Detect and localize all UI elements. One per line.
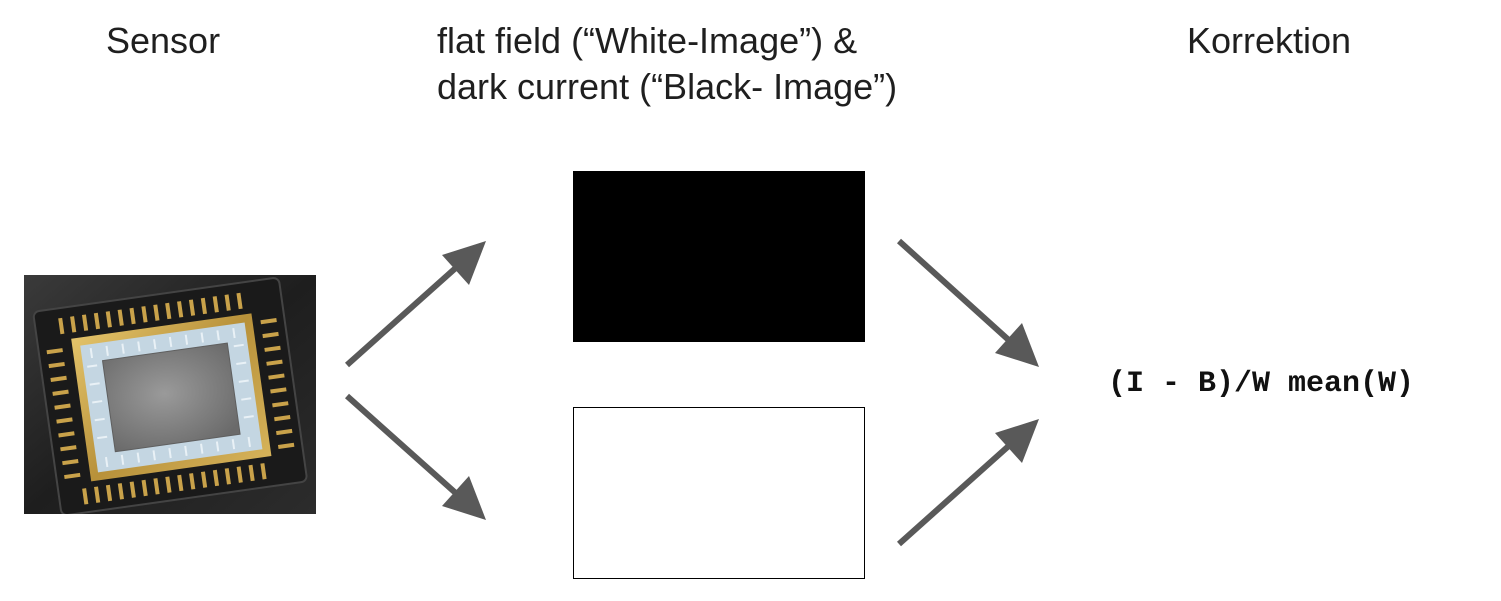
arrow-black-to-formula-icon: [896, 238, 1039, 367]
flat-field-dark-current-heading: flat field (“White-Image”) & dark curren…: [437, 18, 897, 110]
arrow-sensor-to-black-icon: [345, 241, 486, 368]
black-image: [573, 171, 865, 342]
dark-current-heading-line: dark current (“Black- Image”): [437, 66, 898, 107]
white-image: [573, 407, 865, 579]
arrow-white-to-formula-icon: [897, 419, 1039, 547]
correction-heading: Korrektion: [1187, 20, 1352, 61]
sensor-chip-image: [24, 275, 316, 514]
correction-formula: (I - B)/W mean(W): [1108, 367, 1415, 401]
sensor-heading: Sensor: [106, 20, 221, 61]
flat-field-heading-line: flat field (“White-Image”) &: [437, 20, 858, 61]
arrow-sensor-to-white-icon: [345, 393, 486, 520]
